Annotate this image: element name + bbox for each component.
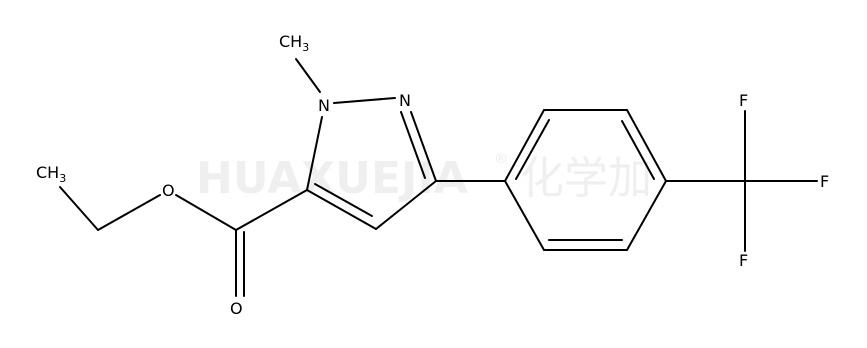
label-n2: N	[399, 91, 411, 110]
label-f-right: F	[820, 172, 829, 191]
watermark-registered: ®	[494, 151, 508, 167]
bond-c3-c4	[375, 180, 437, 230]
bond-ar-1	[504, 109, 545, 182]
bond-n2-c3-inner	[400, 111, 426, 179]
atom-labels: CH3 N N CH3 O O F F F	[36, 32, 829, 318]
bond-ar-6	[504, 180, 545, 251]
label-o-carbonyl: O	[230, 299, 243, 318]
label-f-bottom: F	[739, 251, 748, 270]
bond-ar-inner-1	[515, 119, 550, 180]
bond-c5-carbonyl	[235, 189, 308, 231]
watermark: HUAXUEJIA ® 化学加	[196, 151, 652, 204]
bond-ar-4	[626, 180, 667, 251]
watermark-chinese: 化学加	[520, 153, 652, 204]
label-f-top: F	[739, 91, 748, 110]
bond-o-ch2	[97, 194, 161, 231]
bond-n2-c3	[410, 111, 437, 182]
bond-n1-methyl	[295, 58, 321, 93]
bond-c4-c5-inner	[314, 183, 373, 217]
label-n1: N	[318, 96, 330, 115]
bond-ar-inner-2	[621, 120, 655, 180]
bond-c4-c5	[306, 189, 377, 230]
label-ch3-ethyl: CH3	[36, 163, 66, 185]
watermark-brand: HUAXUEJIA	[196, 153, 468, 204]
bonds	[59, 58, 818, 297]
bond-n1-n2	[333, 97, 396, 104]
bond-carbonyl-o	[175, 194, 237, 231]
bond-ar-3	[626, 109, 667, 182]
label-o-ether: O	[162, 181, 175, 200]
bond-ch2-ch3	[59, 186, 99, 231]
bond-c5-n1	[306, 116, 323, 191]
label-ch3-n: CH3	[279, 32, 309, 54]
